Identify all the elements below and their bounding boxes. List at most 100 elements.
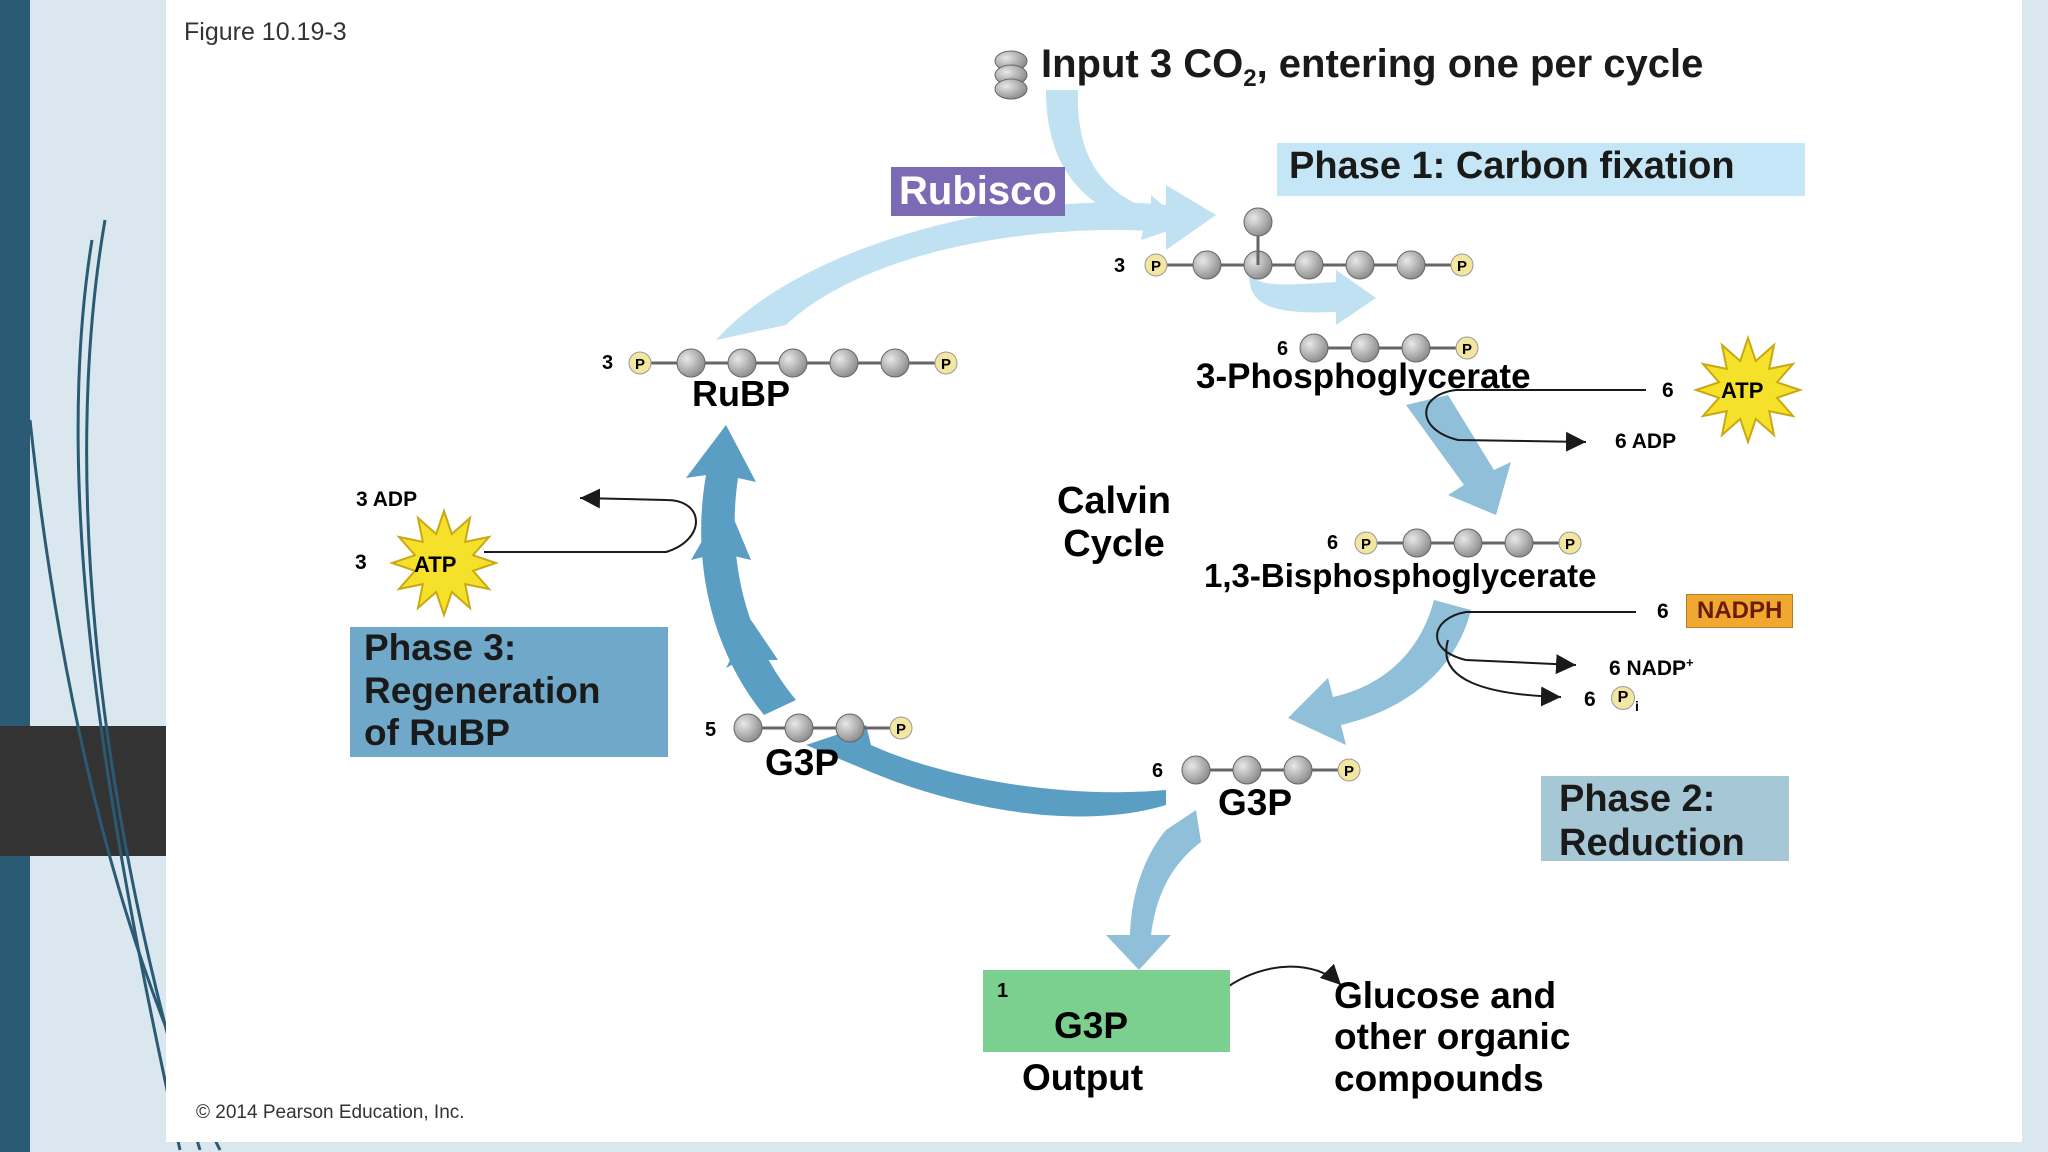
g3p5-label: G3P bbox=[765, 742, 840, 783]
bpg-count: 6 bbox=[1327, 532, 1339, 554]
rubisco-enzyme-label: Rubisco bbox=[891, 167, 1065, 216]
intermediate-branch bbox=[1243, 207, 1273, 265]
input-suffix: , entering one per cycle bbox=[1256, 42, 1704, 86]
atp-star-phase3 bbox=[388, 507, 500, 619]
phosphate-group bbox=[1455, 336, 1479, 360]
input-prefix: Input 3 CO bbox=[1041, 42, 1244, 86]
nadp-label: 6 NADP+ bbox=[1609, 655, 1694, 681]
nadp-text: 6 NADP bbox=[1609, 657, 1687, 680]
phase2-line2: Reduction bbox=[1559, 821, 1745, 864]
phosphate-letter: P bbox=[1344, 763, 1354, 780]
carbon-atom bbox=[1232, 755, 1262, 785]
pga-label: 3-Phosphoglycerate bbox=[1196, 357, 1531, 396]
output-g3p-label: G3P bbox=[1054, 1005, 1129, 1046]
co2-input-label: Input 3 CO2, entering one per cycle bbox=[1041, 42, 1703, 93]
phosphate-letter: P bbox=[1462, 341, 1472, 358]
pga-chain: P bbox=[1299, 333, 1479, 363]
left-dark-bar bbox=[0, 0, 30, 1152]
carbon-atom bbox=[1345, 250, 1375, 280]
phase3-line1: Phase 3: bbox=[364, 627, 517, 668]
phosphate-letter: P bbox=[1457, 258, 1467, 275]
adp1-label: 6 ADP bbox=[1615, 430, 1677, 453]
phase2-box bbox=[1541, 776, 1789, 861]
atp1-label: ATP bbox=[1721, 378, 1764, 403]
carbon-atom bbox=[1402, 528, 1432, 558]
intermediate-count: 3 bbox=[1114, 255, 1126, 277]
phosphate-group bbox=[1337, 758, 1361, 782]
calvin-cycle-diagram: PPPPPPPPPP bbox=[350, 50, 1805, 1052]
pga-count: 6 bbox=[1277, 338, 1289, 360]
carbon-atom bbox=[676, 348, 706, 378]
carbon-atom bbox=[1504, 528, 1534, 558]
phase3-line2: Regeneration bbox=[364, 669, 601, 711]
phosphate-letter: P bbox=[896, 721, 906, 738]
atp1-count: 6 bbox=[1662, 379, 1674, 402]
phase1-box bbox=[1277, 143, 1805, 196]
carbon-atom bbox=[1243, 207, 1273, 237]
output-label: Output bbox=[1022, 1057, 1144, 1098]
phase2-label: Phase 2: Reduction bbox=[1559, 778, 1745, 865]
phosphate-letter: P bbox=[941, 356, 951, 373]
rubp-count: 3 bbox=[602, 352, 614, 374]
carbon-atom bbox=[733, 713, 763, 743]
carbon-atom bbox=[1294, 250, 1324, 280]
input-subscript: 2 bbox=[1243, 65, 1257, 92]
phosphate-letter: P bbox=[1565, 536, 1575, 553]
phosphate-group bbox=[628, 351, 652, 375]
carbon-atom bbox=[1453, 528, 1483, 558]
destination-line1: Glucose and bbox=[1334, 975, 1557, 1016]
phosphate-group bbox=[1144, 253, 1168, 277]
carbon-atom bbox=[1181, 755, 1211, 785]
nadp-superscript: + bbox=[1686, 655, 1694, 670]
phosphate-group bbox=[934, 351, 958, 375]
g3p6-label: G3P bbox=[1218, 782, 1293, 823]
bpg-label: 1,3-Bisphosphoglycerate bbox=[1204, 557, 1597, 594]
g3p5-count: 5 bbox=[705, 719, 717, 741]
copyright-notice: © 2014 Pearson Education, Inc. bbox=[196, 1102, 465, 1123]
figure-label: Figure 10.19-3 bbox=[184, 18, 347, 46]
g3p5-chain: P bbox=[733, 713, 913, 743]
carbon-atom bbox=[1396, 250, 1426, 280]
pi-count: 6 bbox=[1584, 688, 1596, 711]
destination-line3: compounds bbox=[1334, 1057, 1544, 1099]
carbon-atom bbox=[1350, 333, 1380, 363]
nadph-count: 6 bbox=[1657, 600, 1669, 623]
output-count: 1 bbox=[997, 980, 1009, 1002]
phase2-line1: Phase 2: bbox=[1559, 778, 1716, 820]
g3p6-chain: P bbox=[1181, 755, 1361, 785]
phosphate-letter: P bbox=[1151, 258, 1161, 275]
carbon-atom bbox=[1283, 755, 1313, 785]
rubp-label: RuBP bbox=[692, 373, 790, 414]
figure-panel: PPPPPPPPPP Figure 10.19-3 © 2014 Pearson… bbox=[166, 0, 2022, 1142]
cycle-title-line1: Calvin bbox=[1056, 480, 1172, 522]
carbon-atom bbox=[727, 348, 757, 378]
carbon-atom bbox=[1299, 333, 1329, 363]
atp-star-phase2 bbox=[1692, 334, 1804, 446]
phase1-label: Phase 1: Carbon fixation bbox=[1289, 145, 1735, 187]
pi-phosphate: P bbox=[1611, 686, 1635, 710]
gray-accent-block bbox=[0, 726, 168, 856]
destination-line2: other organic bbox=[1334, 1016, 1571, 1058]
pi-subscript: i bbox=[1635, 698, 1639, 714]
carbon-atom bbox=[784, 713, 814, 743]
carbon-atom bbox=[1401, 333, 1431, 363]
g3p6-count: 6 bbox=[1152, 760, 1164, 782]
atp3-count: 3 bbox=[355, 551, 367, 574]
carbon-atom bbox=[778, 348, 808, 378]
phosphate-group bbox=[1558, 531, 1582, 555]
phosphate-group bbox=[1354, 531, 1378, 555]
atp3-label: ATP bbox=[414, 552, 457, 577]
nadph-label: NADPH bbox=[1686, 594, 1794, 628]
calvin-cycle-title: Calvin Cycle bbox=[1024, 480, 1204, 565]
phase3-line3: of RuBP bbox=[364, 712, 510, 754]
phosphate-group bbox=[1450, 253, 1474, 277]
phosphate-letter: P bbox=[635, 356, 645, 373]
phosphate-letter: P bbox=[1361, 536, 1371, 553]
co2-molecules bbox=[994, 50, 1028, 100]
phase3-label: Phase 3: Regeneration of RuBP bbox=[364, 627, 600, 755]
phosphate-group bbox=[889, 716, 913, 740]
